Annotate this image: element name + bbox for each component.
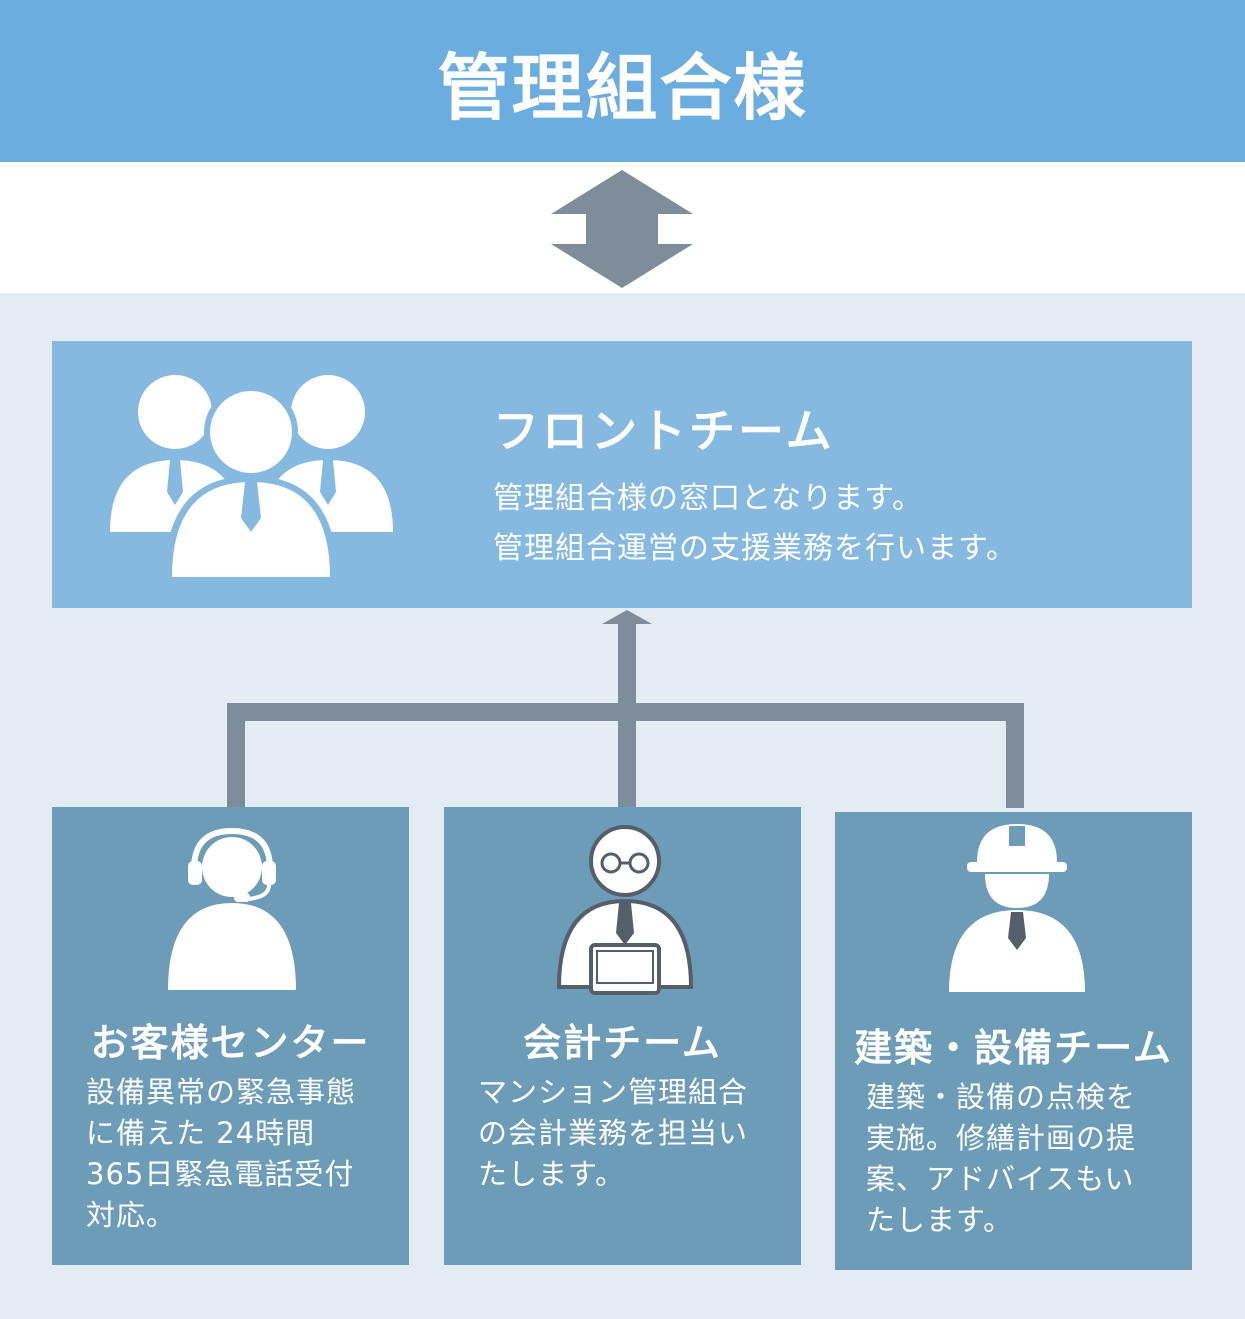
accounting-team-description: マンション管理組合 の会計業務を担当い たします。 bbox=[478, 1072, 748, 1195]
hardhat-worker-icon bbox=[949, 824, 1085, 992]
description-line: マンション管理組合 bbox=[478, 1075, 749, 1109]
accountant-laptop-icon bbox=[556, 825, 694, 995]
header-bar: 管理組合様 bbox=[0, 0, 1245, 162]
description-line: 設備異常の緊急事態 bbox=[86, 1075, 357, 1109]
description-line: 建築・設備の点検を bbox=[866, 1080, 1137, 1114]
description-line: 案、アドバイスもい bbox=[866, 1162, 1135, 1196]
construction-team-description: 建築・設備の点検を 実施。修繕計画の提 案、アドバイスもい たします。 bbox=[866, 1077, 1136, 1241]
connector-lines bbox=[227, 610, 1024, 808]
description-line: の会計業務を担当い bbox=[478, 1116, 749, 1150]
customer-center-description: 設備異常の緊急事態 に備えた 24時間 365日緊急電話受付 対応。 bbox=[86, 1072, 356, 1236]
description-line: 365日緊急電話受付 bbox=[86, 1157, 355, 1191]
description-line: たします。 bbox=[866, 1203, 1014, 1237]
front-team-title: フロントチーム bbox=[493, 404, 835, 458]
front-team-description-line: 管理組合様の窓口となります。 bbox=[493, 481, 924, 516]
description-line: たします。 bbox=[478, 1157, 626, 1191]
headset-operator-icon bbox=[168, 827, 296, 990]
double-arrow-icon bbox=[551, 170, 693, 288]
construction-team-title: 建築・設備チーム bbox=[854, 1026, 1173, 1070]
team-group-icon bbox=[110, 375, 393, 582]
description-line: 対応。 bbox=[86, 1198, 177, 1232]
description-line: 実施。修繕計画の提 bbox=[866, 1121, 1137, 1155]
description-line: に備えた 24時間 bbox=[86, 1116, 316, 1150]
customer-center-title: お客様センター bbox=[90, 1021, 371, 1065]
page-title: 管理組合様 bbox=[437, 45, 808, 130]
accounting-team-title: 会計チーム bbox=[523, 1021, 722, 1065]
front-team-description-line: 管理組合運営の支援業務を行います。 bbox=[493, 531, 1017, 566]
